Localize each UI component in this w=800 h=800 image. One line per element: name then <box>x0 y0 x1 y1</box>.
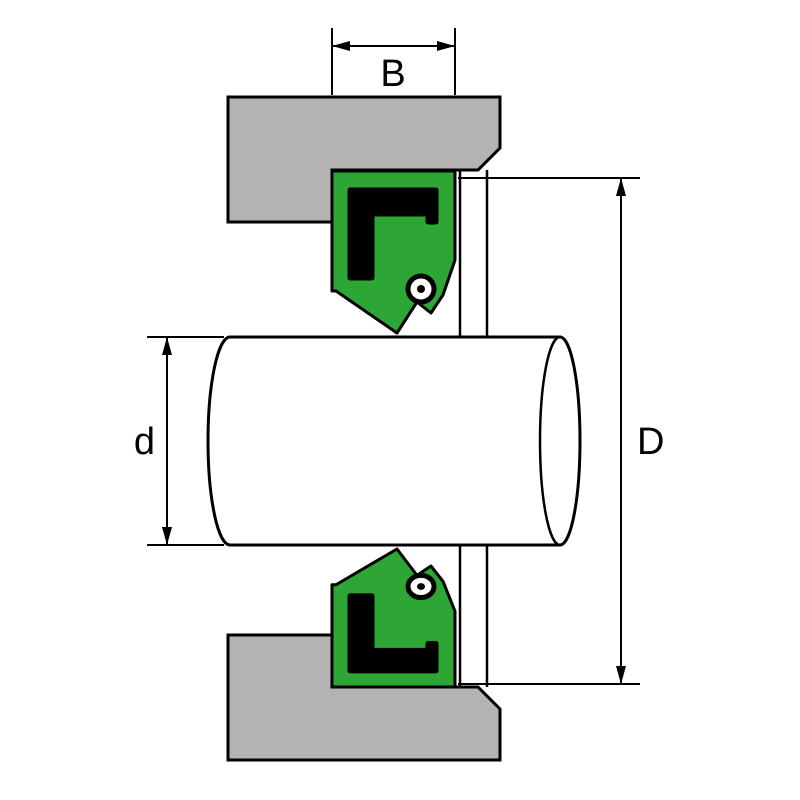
seal-top-garter-spring-center <box>417 285 425 293</box>
seal-bottom <box>332 549 455 687</box>
shaft-end-ellipse-back-edge <box>538 335 561 547</box>
shaft-body <box>206 335 582 547</box>
seal-bottom-garter-spring-center <box>417 583 425 590</box>
dimension-outer-d: D <box>458 177 664 685</box>
seal-top <box>330 169 457 335</box>
housing <box>226 95 502 762</box>
dim-outer-d-arrowhead-top <box>616 178 626 196</box>
dim-outer-d-label: D <box>637 421 664 463</box>
dim-outer-d-arrowhead-bottom <box>616 666 626 684</box>
shaft <box>206 335 582 547</box>
dim-d-label: d <box>134 421 155 463</box>
dim-b-arrowhead-left <box>332 41 350 51</box>
seal-bottom-metal-insert <box>350 596 436 671</box>
dimension-d: d <box>134 336 224 546</box>
dim-b-label: B <box>380 53 405 95</box>
dim-d-arrowhead-top <box>162 337 172 355</box>
seal-top-metal-insert <box>347 187 439 281</box>
dim-d-arrowhead-bottom <box>162 527 172 545</box>
dim-b-arrowhead-right <box>437 41 455 51</box>
dimension-b: B <box>331 28 456 95</box>
